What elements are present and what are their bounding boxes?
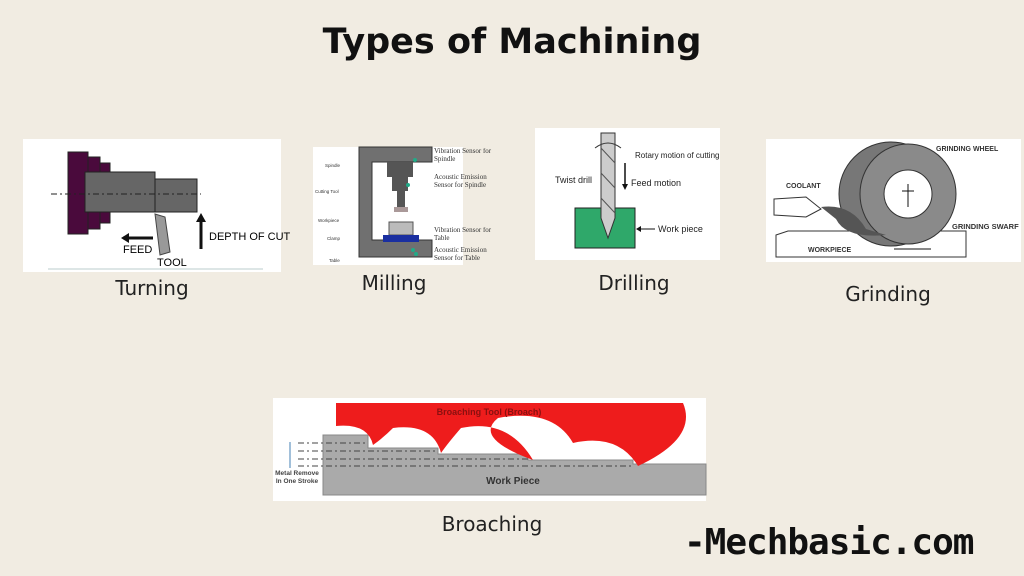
drilling-diagram: Rotary motion of cutting Twist drill Fee… (535, 128, 720, 260)
milling-vib-spindle-label: Vibration Sensor for Spindle (434, 148, 492, 163)
broaching-metal-label: Metal Remove In One Stroke (275, 470, 319, 485)
grinding-swarf-label: GRINDING SWARF (952, 222, 1019, 231)
page-title: Types of Machining (322, 22, 702, 62)
turning-tool-label: TOOL (157, 257, 187, 269)
drilling-work-label: Work piece (658, 224, 703, 234)
turning-caption: Turning (115, 276, 189, 300)
milling-table-label: Table (329, 258, 340, 263)
milling-clamp-label: Clamp (327, 236, 341, 241)
broaching-tool-label: Broaching Tool (Broach) (437, 407, 542, 417)
grinding-workpiece-label: WORKPIECE (808, 247, 852, 254)
milling-cutting-tool-label: Cutting Tool (315, 189, 339, 194)
drilling-twist-label: Twist drill (555, 175, 592, 185)
grinding-wheel-label: GRINDING WHEEL (936, 146, 999, 153)
turning-feed-label: FEED (123, 244, 152, 256)
milling-caption: Milling (361, 271, 427, 295)
turning-depth-label: DEPTH OF CUT (209, 231, 291, 243)
grinding-diagram: GRINDING WHEEL COOLANT GRINDING SWARF WO… (766, 139, 1021, 262)
milling-ae-spindle-label: Acoustic Emission Sensor for Spindle (434, 174, 487, 189)
broaching-caption: Broaching (441, 512, 543, 536)
grinding-caption: Grinding (845, 282, 931, 306)
brand-watermark: -Mechbasic.com (684, 522, 974, 563)
drilling-feed-label: Feed motion (631, 178, 681, 188)
milling-diagram: Spindle Cutting Tool Workpiece Clamp Tab… (313, 146, 491, 265)
milling-ae-table-label: Acoustic Emission Sensor for Table (434, 247, 487, 262)
milling-workpiece-label: Workpiece (318, 218, 340, 223)
drilling-rotary-label: Rotary motion of cutting (635, 151, 719, 160)
drilling-caption: Drilling (598, 271, 670, 295)
milling-spindle-label: Spindle (325, 163, 341, 168)
turning-diagram: FEED TOOL DEPTH OF CUT (23, 139, 291, 272)
grinding-coolant-label: COOLANT (786, 183, 821, 190)
broaching-work-label: Work Piece (486, 476, 540, 487)
broaching-diagram: Broaching Tool (Broach) Work Piece Metal… (273, 398, 707, 501)
milling-vib-table-label: Vibration Sensor for Table (434, 227, 492, 242)
